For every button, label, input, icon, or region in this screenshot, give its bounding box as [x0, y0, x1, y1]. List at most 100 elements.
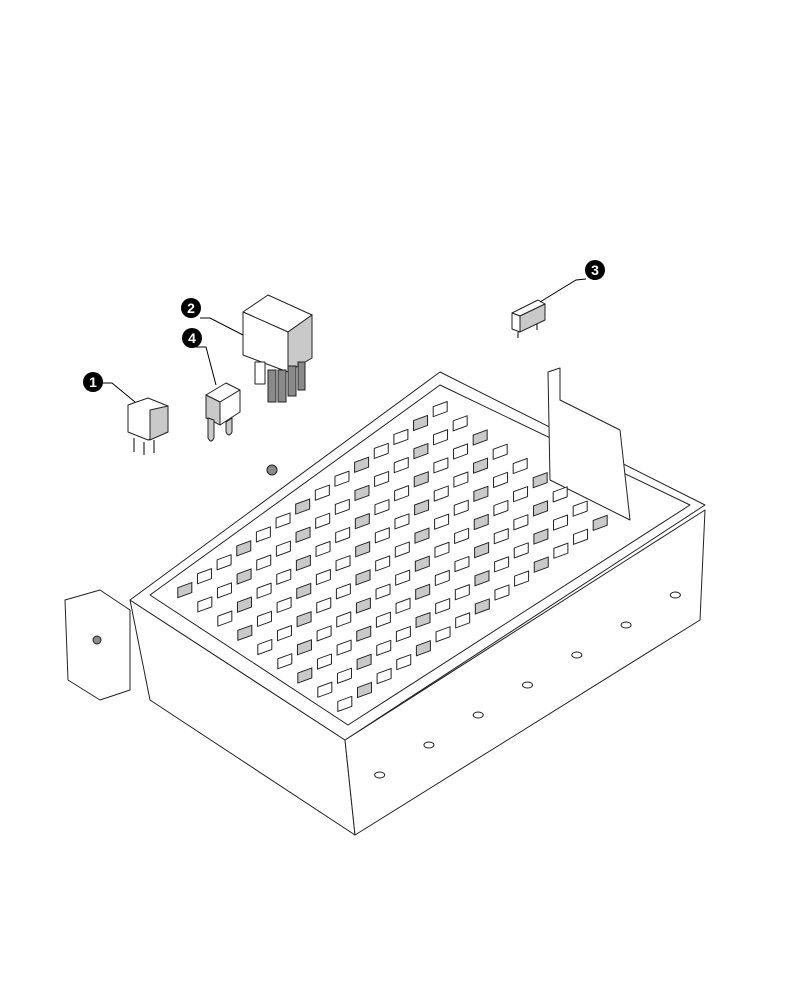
fuse-slot: [494, 556, 510, 573]
callout-2: 2: [181, 298, 244, 336]
fuse-slot: [256, 582, 272, 599]
fuse-slot: [472, 429, 488, 446]
fuse-slot: [354, 512, 370, 530]
fuse-slot: [492, 443, 508, 460]
fuse-slot: [395, 625, 411, 643]
fuse-slot: [297, 667, 313, 684]
svg-text:2: 2: [187, 300, 195, 316]
wall-slot: [620, 621, 632, 629]
fuse-slot: [396, 654, 412, 671]
fuse-slot: [415, 611, 431, 629]
fuse-slot: [373, 442, 389, 459]
fuse-slot: [435, 598, 451, 615]
svg-text:4: 4: [188, 330, 196, 346]
fuse-slot: [374, 527, 390, 544]
fuse-slot: [317, 681, 333, 698]
fuse-slot: [473, 513, 489, 531]
back-wall: [547, 367, 631, 521]
fuse-slot: [532, 471, 548, 489]
fuse-slot: [236, 568, 252, 585]
fuse-slot: [414, 527, 430, 544]
fuse-slot: [237, 624, 253, 642]
fuse-slot: [336, 639, 352, 656]
fuse-slot: [336, 611, 352, 628]
fuse-slot: [337, 695, 353, 713]
fuse-slot: [334, 498, 350, 515]
fuse-slot: [433, 457, 449, 474]
fuse-slot: [453, 499, 469, 516]
callout-1: 1: [83, 372, 136, 403]
fuse-slot: [414, 499, 430, 516]
fuse-slot: [434, 513, 450, 530]
wall-slot: [423, 741, 435, 749]
fuse-slot: [573, 528, 589, 545]
callout-3: 3: [539, 260, 605, 303]
wall-slot: [669, 591, 681, 599]
fuse-slot: [552, 486, 568, 503]
fuse-slot: [177, 581, 193, 599]
fuse-slot: [376, 639, 392, 656]
svg-text:1: 1: [89, 374, 97, 390]
fuse-slot: [493, 528, 509, 545]
fuse-slot: [375, 611, 391, 628]
fuse-slot: [474, 570, 490, 587]
fuse-box: [64, 367, 706, 836]
part-mini-relay: [127, 397, 169, 455]
fuse-slot: [315, 569, 331, 586]
fuse-slot: [393, 457, 409, 474]
fuse-slot: [413, 471, 429, 488]
fuse-slot: [375, 583, 391, 600]
fuse-slots: [177, 400, 608, 713]
fuse-slot: [334, 470, 350, 487]
fuse-slot: [197, 596, 213, 613]
stud: [266, 464, 278, 476]
fuse-slot: [434, 541, 450, 558]
fuse-slot: [493, 499, 509, 517]
fuse-slot: [277, 653, 293, 670]
fuse-slot: [196, 568, 212, 585]
fuse-slot: [494, 584, 510, 601]
fuse-slot: [295, 526, 311, 543]
fuse-slot: [454, 527, 470, 544]
mounting-bracket: [64, 589, 131, 701]
fuse-slot: [415, 583, 431, 601]
fuse-slot: [376, 667, 392, 685]
fuse-slot: [413, 414, 429, 432]
wall-slots: [374, 591, 681, 779]
fuse-slot: [453, 471, 469, 488]
fuse-slot: [356, 681, 372, 699]
fuse-slot: [355, 569, 371, 586]
fuse-slot: [257, 638, 273, 656]
part-mini-fuse: [511, 299, 546, 338]
wall-slot: [522, 681, 533, 689]
fuse-slot: [413, 442, 429, 460]
wall-slot: [571, 651, 583, 659]
fuse-slot: [296, 582, 312, 600]
fuse-slot: [276, 596, 292, 614]
part-fuse: [205, 382, 241, 442]
fuse-slot: [255, 526, 271, 543]
fuse-slot: [354, 456, 370, 474]
fuse-slot: [474, 598, 490, 615]
fuse-slot: [316, 625, 332, 642]
fuse-slot: [592, 514, 608, 532]
fuse-slot: [335, 526, 351, 544]
fuse-slot: [356, 625, 372, 642]
fuse-slot: [433, 485, 449, 502]
fuse-slot: [236, 596, 252, 613]
fuse-slot: [276, 625, 292, 642]
fuse-slot: [354, 484, 370, 502]
wall-slot: [472, 711, 484, 719]
fuse-slot: [315, 540, 331, 558]
fuse-slot: [513, 542, 529, 559]
fuse-slot: [533, 556, 549, 573]
fuse-slot: [393, 428, 409, 446]
fuse-slot: [513, 514, 529, 531]
fuse-slot: [454, 584, 470, 601]
fuse-slot: [452, 415, 468, 432]
fuse-slot: [512, 457, 528, 475]
fuse-slot: [553, 542, 569, 559]
fuse-slot: [316, 597, 332, 614]
fuse-slot: [374, 499, 390, 516]
